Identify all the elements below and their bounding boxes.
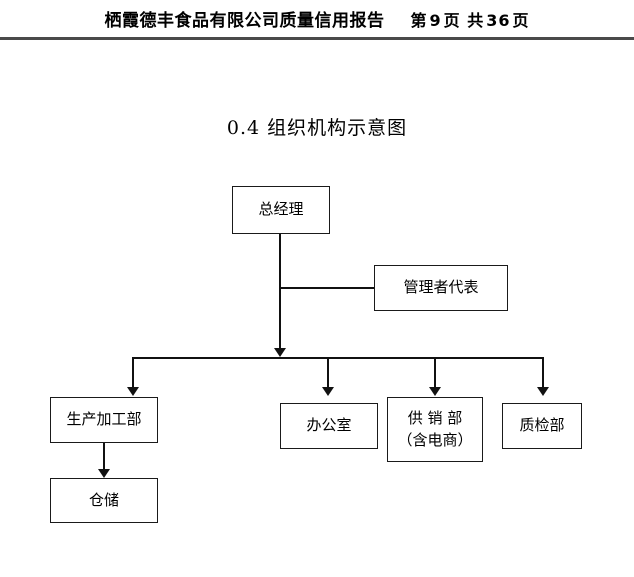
org-node-warehouse-label: 仓储: [88, 490, 119, 509]
connector-drop-sales-arrowhead: [429, 387, 441, 396]
connector-drop-office-arrowhead: [322, 387, 334, 396]
section-title: 0.4 组织机构示意图: [226, 117, 408, 139]
connector-drop-production: [132, 357, 134, 388]
connector-production-to-warehouse: [103, 443, 105, 470]
connector-gm-spine-arrowhead: [274, 348, 286, 357]
connector-drop-sales: [434, 357, 436, 388]
page-title: 栖霞德丰食品有限公司质量信用报告: [104, 11, 385, 31]
org-node-management-representative-label: 管理者代表: [403, 278, 479, 297]
org-node-sales-department-label: 供 销 部: [407, 408, 463, 427]
total-prefix-label: 共: [467, 11, 485, 30]
connector-gm-to-management-rep: [279, 287, 375, 289]
total-page-number: 36: [486, 11, 511, 30]
header-divider: [0, 37, 634, 40]
org-node-office[interactable]: 办公室: [280, 403, 378, 449]
org-node-management-representative[interactable]: 管理者代表: [374, 265, 508, 311]
org-node-general-manager[interactable]: 总经理: [232, 186, 330, 234]
org-node-general-manager-label: 总经理: [258, 200, 304, 219]
connector-drop-office: [327, 357, 329, 388]
connector-production-to-warehouse-arrowhead: [98, 469, 110, 478]
org-node-quality-department[interactable]: 质检部: [502, 403, 582, 449]
org-node-production-department-label: 生产加工部: [66, 410, 142, 429]
org-node-production-department[interactable]: 生产加工部: [50, 397, 158, 443]
connector-drop-quality: [542, 357, 544, 388]
total-page-unit-label: 页: [512, 11, 530, 30]
org-node-office-label: 办公室: [306, 416, 352, 435]
current-page-number: 9: [429, 11, 442, 30]
connector-gm-spine: [279, 234, 281, 349]
connector-distribution-bar: [133, 357, 544, 359]
connector-drop-production-arrowhead: [127, 387, 139, 396]
page-prefix-label: 第: [410, 11, 428, 30]
org-node-quality-department-label: 质检部: [519, 416, 565, 435]
connector-drop-quality-arrowhead: [537, 387, 549, 396]
org-node-sales-department-sublabel: （含电商）: [397, 430, 473, 449]
org-node-warehouse[interactable]: 仓储: [50, 478, 158, 523]
page-unit-label: 页: [443, 11, 461, 30]
org-node-sales-department[interactable]: 供 销 部 （含电商）: [387, 397, 483, 462]
